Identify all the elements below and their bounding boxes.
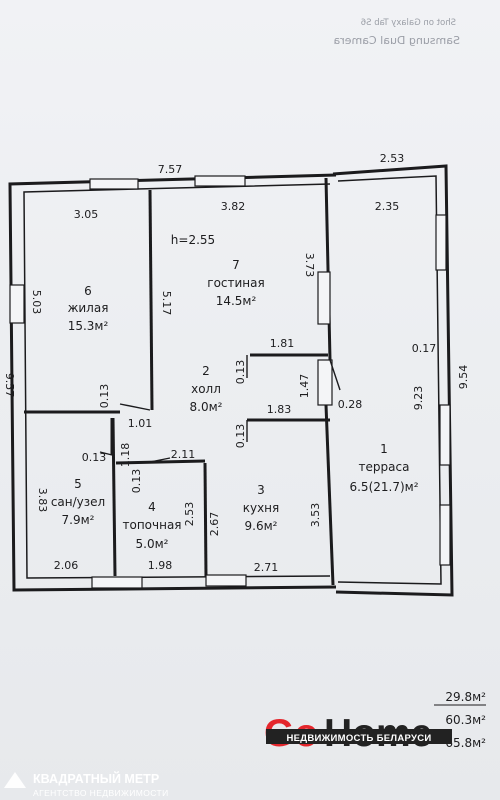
window	[439, 404, 451, 466]
door-marks	[99, 355, 341, 463]
area-totals: 29.8м² 60.3м² 65.8м²	[434, 690, 486, 750]
dim-wall-028: 0.28	[338, 398, 363, 411]
room-5-number: 5	[74, 477, 82, 491]
dim-kitchen-left: 2.67	[208, 512, 221, 537]
window	[435, 214, 447, 271]
window	[205, 574, 247, 587]
total-area-3: 65.8м²	[445, 736, 486, 750]
total-area-2: 60.3м²	[445, 713, 486, 727]
dim-partition-mid: 1.83	[267, 403, 292, 416]
dim-terrace-017: 0.17	[412, 342, 437, 355]
room-5-name: сан/узел	[51, 495, 105, 509]
room-6-number: 6	[84, 284, 92, 298]
room-7-number: 7	[232, 258, 240, 272]
dim-room5-bottom: 2.06	[54, 559, 79, 572]
kvm-logo-mark	[4, 772, 26, 788]
gohome-tagline-band	[266, 729, 452, 744]
outer-wall-main	[8, 173, 337, 592]
wall-4-right	[203, 462, 208, 578]
wall-7-terrace	[324, 177, 332, 361]
dim-room4-bottom: 1.98	[148, 559, 173, 572]
room-3-area: 9.6м²	[245, 519, 278, 533]
window	[317, 359, 333, 406]
dim-wall-013-b: 0.13	[98, 384, 111, 409]
dim-hall-101: 1.01	[128, 417, 153, 430]
room-6-name: жилая	[68, 301, 109, 315]
room-2-area: 8.0м²	[190, 400, 223, 414]
room-2-name: холл	[191, 382, 221, 396]
dim-top-terrace: 2.53	[380, 152, 405, 165]
window	[91, 576, 143, 589]
dim-terrace-923: 9.23	[412, 386, 425, 411]
kvm-logo: КВАДРАТНЫЙ МЕТР АГЕНТСТВО НЕДВИЖИМОСТИ	[4, 771, 169, 798]
room-3-name: кухня	[243, 501, 280, 515]
dim-partition-upper: 1.81	[270, 337, 295, 350]
wall-kitchen-terrace	[324, 404, 335, 586]
dim-room5-left: 3.83	[36, 488, 49, 513]
room-4-number: 4	[148, 500, 156, 514]
inner-wall-line-terrace	[337, 175, 442, 585]
wall-6-7	[148, 189, 154, 411]
dim-wall-013-a: 0.13	[234, 360, 247, 385]
dim-wall-013-c: 0.13	[234, 424, 247, 449]
room-7-area: 14.5м²	[216, 294, 257, 308]
kvm-logo-title: КВАДРАТНЫЙ МЕТР	[33, 771, 159, 786]
dim-wall-013-e: 0.13	[82, 451, 107, 464]
dim-hall-118: 1.18	[119, 443, 132, 468]
dim-hall-211: 2.11	[171, 448, 196, 461]
ceiling-height: h=2.55	[171, 233, 215, 247]
wall-4-top	[115, 459, 206, 465]
room-labels: h=2.55 6 жилая 15.3м² 7 гостиная 14.5м² …	[51, 233, 419, 551]
gohome-logo: Go Home НЕДВИЖИМОСТЬ БЕЛАРУСИ	[264, 712, 452, 755]
dim-terrace-top: 2.35	[375, 200, 400, 213]
dim-room7-right: 3.73	[303, 253, 316, 278]
window	[89, 178, 139, 190]
room-2-number: 2	[202, 364, 210, 378]
dim-room6-left: 5.03	[30, 290, 43, 315]
room-1-name: терраса	[359, 460, 410, 474]
camera-watermark-line1: Samsung Dual Camera	[334, 34, 461, 47]
door-arc	[149, 457, 171, 463]
total-area-1: 29.8м²	[445, 690, 486, 704]
room-7-name: гостиная	[207, 276, 264, 290]
dimension-labels: 7.57 2.53 3.05 3.82 2.35 1.81 1.83 1.01 …	[54, 152, 437, 574]
dim-room4-right: 2.53	[183, 502, 196, 527]
dim-wall-013-d: 0.13	[130, 469, 143, 494]
dim-room6-top: 3.05	[74, 208, 99, 221]
room-3-number: 3	[257, 483, 265, 497]
door-arc	[99, 451, 113, 456]
window	[317, 271, 331, 325]
camera-watermark: Samsung Dual Camera Shot on Galaxy Tab S…	[334, 18, 461, 47]
kvm-logo-subtitle: АГЕНТСТВО НЕДВИЖИМОСТИ	[33, 788, 169, 798]
dimension-labels-vertical: 9.57 5.03 5.17 3.73 0.13 1.47 0.13 0.13 …	[3, 253, 470, 537]
dim-terrace-954: 9.54	[457, 365, 470, 390]
window	[194, 175, 246, 187]
dim-top-overall: 7.57	[158, 163, 183, 176]
dim-left-overall: 9.57	[3, 373, 16, 398]
windows	[9, 175, 451, 589]
room-4-area: 5.0м²	[136, 537, 169, 551]
dim-kitchen-bottom: 2.71	[254, 561, 279, 574]
room-6-area: 15.3м²	[68, 319, 109, 333]
door-arc	[329, 359, 341, 391]
walls	[8, 164, 454, 597]
gohome-logo-tagline: НЕДВИЖИМОСТЬ БЕЛАРУСИ	[286, 733, 431, 744]
camera-watermark-line2: Shot on Galaxy Tab S6	[361, 18, 456, 28]
inner-wall-line	[23, 183, 331, 579]
room-1-area: 6.5(21.7)м²	[349, 480, 418, 494]
room-4-name: топочная	[122, 518, 181, 532]
dim-room7-top: 3.82	[221, 200, 246, 213]
window	[9, 284, 25, 324]
window	[439, 504, 451, 566]
dim-kitchen-right: 3.53	[309, 503, 322, 528]
dim-room6-right: 5.17	[160, 291, 173, 316]
room-5-area: 7.9м²	[62, 513, 95, 527]
room-1-number: 1	[380, 442, 388, 456]
dim-hall-147: 1.47	[298, 374, 311, 399]
door-arc	[119, 403, 151, 411]
outer-wall-terrace	[332, 164, 454, 597]
